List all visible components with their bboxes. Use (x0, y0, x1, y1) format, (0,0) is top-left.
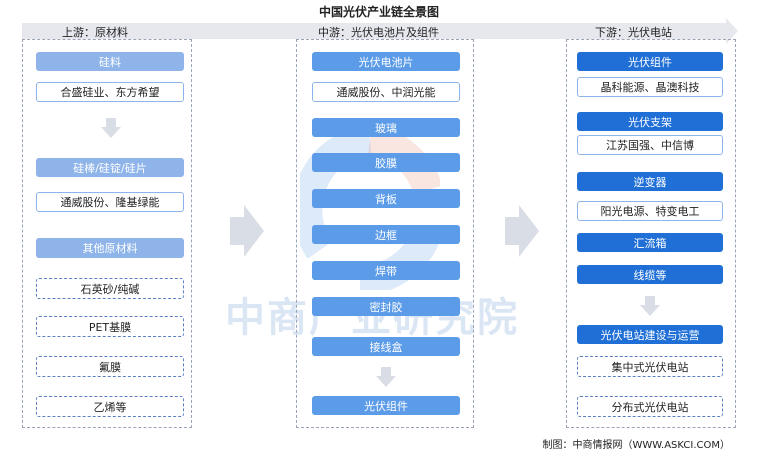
stage-bar-arrow (726, 18, 738, 44)
upstream-material-item: PET基膜 (36, 316, 184, 337)
downstream-station-type: 集中式光伏电站 (577, 356, 723, 377)
arrow-down-icon (101, 118, 121, 138)
stage-label-midstream: 中游：光伏电池片及组件 (318, 26, 439, 39)
upstream-column (22, 39, 192, 428)
downstream-bracket-companies: 江苏国强、中信博 (577, 135, 723, 155)
downstream-inverter: 逆变器 (577, 172, 723, 191)
stage-bar (22, 23, 726, 39)
downstream-module: 光伏组件 (577, 52, 723, 71)
stage-label-upstream: 上游：原材料 (62, 26, 128, 39)
downstream-combiner: 汇流箱 (577, 233, 723, 252)
upstream-ingot: 硅棒/硅锭/硅片 (36, 158, 184, 177)
downstream-column (566, 39, 736, 428)
midstream-part: 密封胶 (312, 297, 460, 316)
upstream-other-materials: 其他原材料 (36, 238, 184, 258)
upstream-silicon: 硅料 (36, 52, 184, 71)
midstream-cell-companies: 通威股份、中润光能 (312, 82, 460, 102)
downstream-inverter-companies: 阳光电源、特变电工 (577, 201, 723, 221)
upstream-ingot-companies: 通威股份、隆基绿能 (36, 192, 184, 212)
arrow-up-to-mid-icon (230, 205, 264, 257)
midstream-module: 光伏组件 (312, 396, 460, 415)
downstream-module-companies: 晶科能源、晶澳科技 (577, 77, 723, 97)
midstream-cell: 光伏电池片 (312, 52, 460, 71)
arrow-mid-to-down-icon (505, 205, 539, 257)
midstream-part: 胶膜 (312, 153, 460, 172)
diagram-title: 中国光伏产业链全景图 (318, 5, 439, 19)
midstream-part: 玻璃 (312, 118, 460, 137)
downstream-cable: 线缆等 (577, 265, 723, 284)
upstream-material-item: 氟膜 (36, 356, 184, 377)
midstream-part: 接线盒 (312, 337, 460, 356)
upstream-material-item: 石英砂/纯碱 (36, 278, 184, 299)
source-footer: 制图：中商情报网（WWW.ASKCI.COM） (542, 440, 731, 451)
midstream-part: 焊带 (312, 261, 460, 280)
upstream-silicon-companies: 合盛硅业、东方希望 (36, 82, 184, 102)
arrow-down-icon (376, 367, 396, 387)
stage-label-downstream: 下游：光伏电站 (595, 26, 672, 39)
downstream-station-type: 分布式光伏电站 (577, 396, 723, 417)
downstream-station: 光伏电站建设与运营 (577, 325, 723, 344)
midstream-column (296, 39, 474, 428)
upstream-material-item: 乙烯等 (36, 396, 184, 417)
midstream-part: 边框 (312, 225, 460, 244)
arrow-down-icon (640, 296, 660, 316)
downstream-bracket: 光伏支架 (577, 112, 723, 131)
midstream-part: 背板 (312, 189, 460, 208)
